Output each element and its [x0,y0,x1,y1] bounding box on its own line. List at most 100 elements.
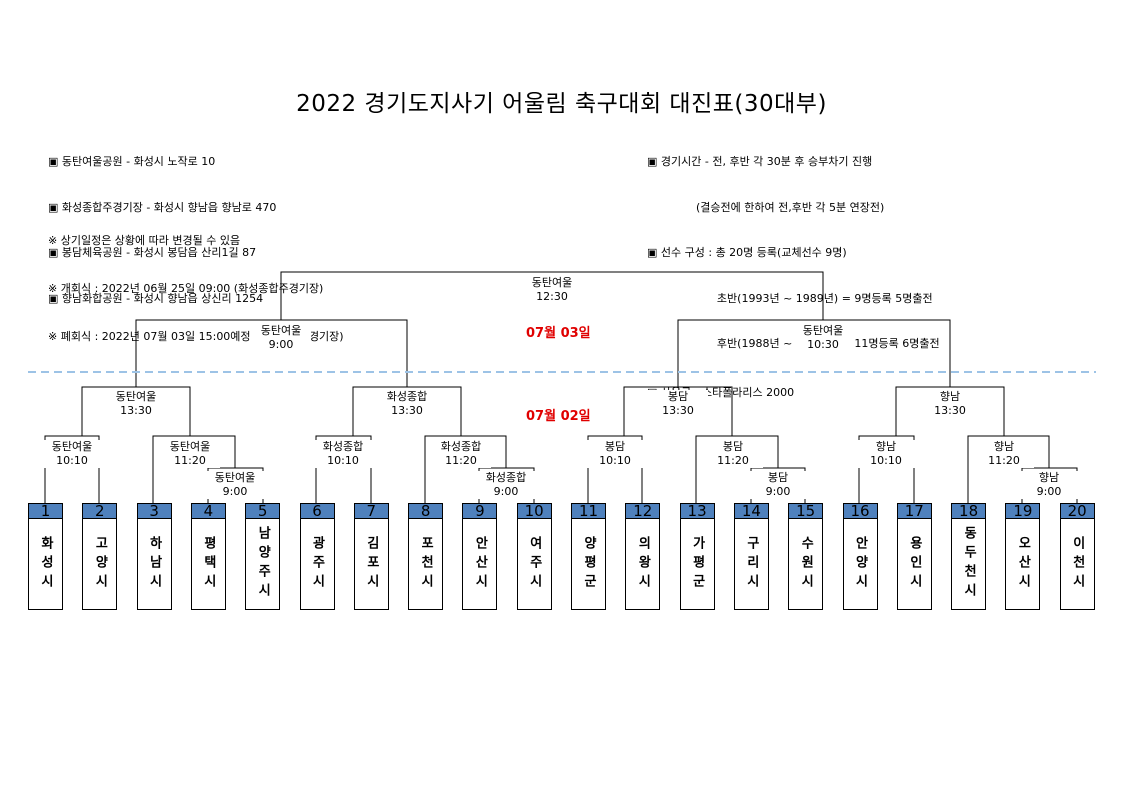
team-number: 6 [299,503,335,519]
team-number: 3 [136,503,172,519]
match-time: 9:00 [222,485,248,498]
team-number: 13 [679,503,715,519]
team-number: 14 [733,503,769,519]
team-name: 동두천시 [961,526,977,602]
team-number: 2 [82,503,118,519]
match-venue: 화성종합 [322,440,364,453]
team-name: 남양주시 [255,526,271,602]
match-time: 10:10 [599,454,631,467]
match-venue: 화성종합 [440,440,482,453]
match-time: 9:00 [765,485,791,498]
team-number: 19 [1005,503,1041,519]
match-time: 11:20 [988,454,1020,467]
rules-list: ▣ 경기시간 - 전, 후반 각 30분 후 승부차기 진행 (결승전에 한하여… [647,124,940,415]
team-box: 여주시 [516,519,552,610]
team-box: 동두천시 [951,519,987,610]
team-number: 15 [788,503,824,519]
match-venue: 동탄여울 [115,390,157,403]
team-name: 수원시 [798,535,814,593]
team-box: 화성시 [28,519,63,610]
match-time: 13:30 [934,404,966,417]
note-line: ※ 개회식 : 2022년 06월 25일 09:00 (화성종합주경기장) [48,282,324,295]
rule-line: (결승전에 한하여 전,후반 각 5분 연장전) [647,200,885,214]
match-venue: 동탄여울 [169,440,211,453]
match-venue: 동탄여울 [531,276,573,289]
team-name: 광주시 [309,535,325,593]
match-venue: 화성종합 [485,471,527,484]
venue-list: ▣ 동탄여울공원 - 화성시 노작로 10 ▣ 화성종합주경기장 - 화성시 향… [48,124,276,321]
team-box: 안양시 [842,519,878,610]
match-venue: 향남 [875,440,897,453]
match-time: 13:30 [662,404,694,417]
note-line: ※ 상기일정은 상황에 따라 변경될 수 있음 [48,234,241,247]
team-name: 고양시 [92,535,108,593]
rule-line: ▣ 경기시간 - 전, 후반 각 30분 후 승부차기 진행 [647,155,873,168]
team-box: 구리시 [733,519,769,610]
match-time: 12:30 [536,290,568,303]
team-box: 안산시 [462,519,498,610]
team-name: 구리시 [743,535,759,593]
team-box: 용인시 [896,519,932,610]
date-final-day: 07월 03일 [526,326,591,341]
match-time: 9:00 [493,485,519,498]
team-box: 김포시 [353,519,389,610]
team-box: 오산시 [1005,519,1041,610]
match-venue: 봉담 [767,471,789,484]
date-first-day: 07월 02일 [526,409,591,424]
team-box: 평택시 [190,519,226,610]
match-venue: 동탄여울 [802,324,844,337]
team-name: 가평군 [689,535,705,593]
team-name: 포천시 [418,535,434,593]
team-number: 11 [571,503,606,519]
venue-line: ▣ 동탄여울공원 - 화성시 노작로 10 [48,155,216,168]
match-time: 11:20 [445,454,477,467]
match-time: 11:20 [717,454,749,467]
page-title: 2022 경기도지사기 어울림 축구대회 대진표(30대부) [296,91,827,117]
team-box: 가평군 [679,519,715,610]
team-name: 안산시 [472,535,488,593]
notes-list: ※ 상기일정은 상황에 따라 변경될 수 있음 ※ 개회식 : 2022년 06… [48,203,344,362]
team-box: 남양주시 [245,519,281,610]
match-venue: 봉담 [722,440,744,453]
match-venue: 동탄여울 [260,324,302,337]
match-time: 10:10 [327,454,359,467]
team-number: 17 [896,503,932,519]
team-number: 4 [190,503,226,519]
team-number: 12 [625,503,661,519]
team-box: 고양시 [82,519,118,610]
match-time: 9:00 [268,338,294,351]
match-venue: 동탄여울 [214,471,256,484]
team-name: 평택시 [200,535,216,593]
venue-line: ▣ 봉담체육공원 - 화성시 봉담읍 산리1길 87 [48,246,257,259]
team-number: 16 [842,503,878,519]
venue-line: ▣ 화성종합주경기장 - 화성시 향남읍 향남로 470 [48,200,277,214]
team-box: 의왕시 [625,519,661,610]
team-name: 이천시 [1069,535,1085,593]
team-name: 하남시 [146,535,162,593]
match-venue: 향남 [1038,471,1060,484]
match-venue: 봉담 [604,440,626,453]
team-box: 양평군 [571,519,606,610]
match-venue: 봉담 [667,390,689,403]
match-venue: 향남 [993,440,1015,453]
match-time: 10:10 [870,454,902,467]
team-box: 하남시 [136,519,172,610]
team-box: 수원시 [788,519,824,610]
team-number: 9 [462,503,498,519]
team-name: 여주시 [526,535,542,593]
match-time: 9:00 [1036,485,1062,498]
team-name: 안양시 [852,535,868,593]
team-number: 5 [245,503,281,519]
